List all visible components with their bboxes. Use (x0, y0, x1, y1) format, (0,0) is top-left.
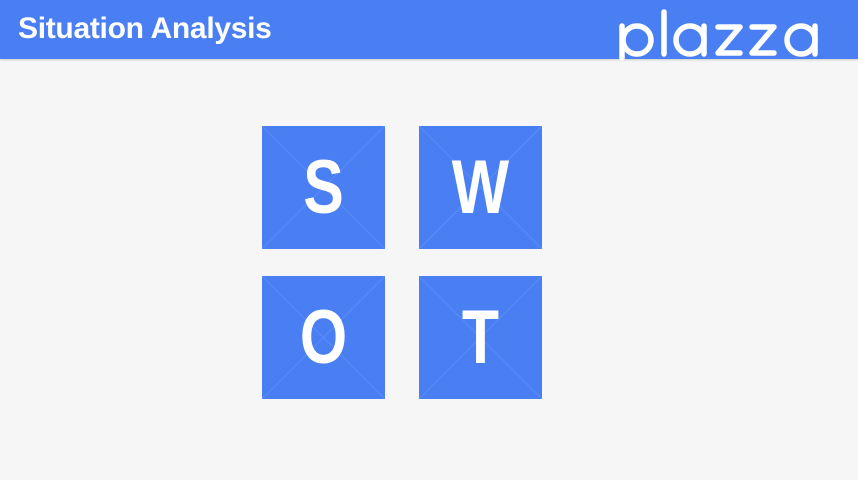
tile-decoration (419, 126, 542, 249)
swot-letter-s: S (303, 144, 344, 230)
swot-tile-weaknesses: W (419, 126, 542, 249)
tile-decoration (262, 126, 385, 249)
header-bar: Situation Analysis (0, 0, 858, 61)
swot-tile-opportunities: O (262, 276, 385, 399)
swot-tile-threats: T (419, 276, 542, 399)
plazza-logo (619, 9, 818, 61)
tile-decoration (419, 276, 542, 399)
swot-letter-w: W (451, 144, 510, 230)
swot-letter-t: T (461, 294, 500, 380)
swot-letter-o: O (299, 294, 348, 380)
page-title: Situation Analysis (18, 12, 272, 45)
tile-decoration (262, 276, 385, 399)
swot-tile-strengths: S (262, 126, 385, 249)
